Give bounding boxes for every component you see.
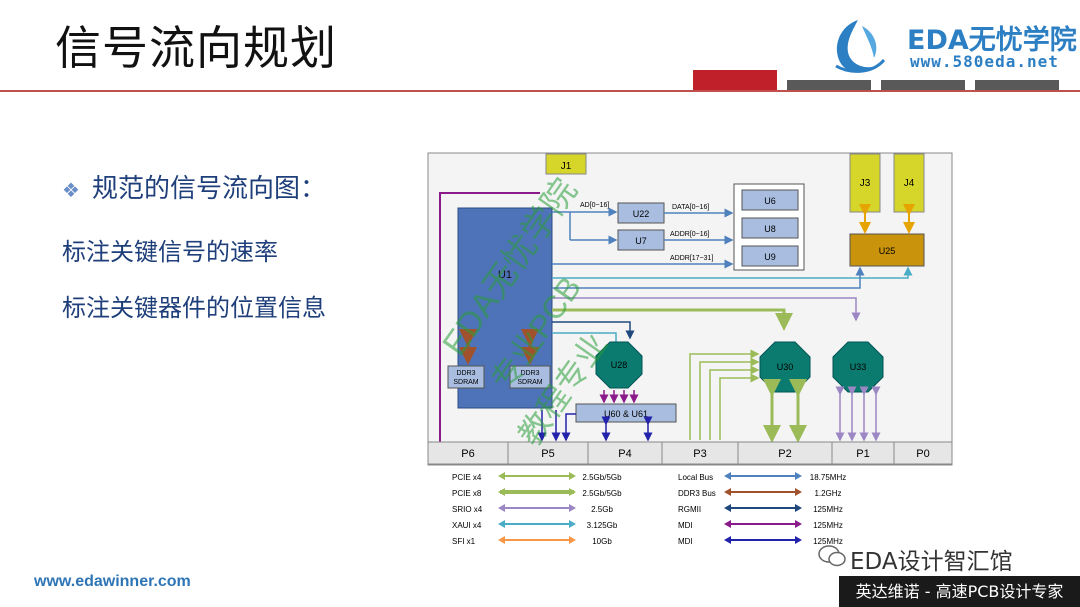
- ddr3-label-2b: SDRAM: [517, 379, 542, 386]
- bus-label-addr: ADDR[0~16]: [670, 231, 710, 238]
- legend-left-name-2: SRIO x4: [452, 505, 483, 514]
- legend-left-rate-1: 2.5Gb/5Gb: [582, 489, 622, 498]
- header-divider: [0, 90, 1080, 92]
- legend-right-name-3: MDI: [678, 521, 693, 530]
- logo-url: www.580eda.net: [910, 52, 1059, 71]
- diamond-bullet-icon: ❖: [62, 178, 80, 202]
- legend-right-name-4: MDI: [678, 537, 693, 546]
- wechat-label: EDA设计智汇馆: [850, 549, 1013, 575]
- legend-right-rate-4: 125MHz: [813, 537, 843, 546]
- logo-icon: [835, 20, 886, 73]
- bus-label-addr-high: ADDR[17~31]: [670, 255, 713, 262]
- legend-left-name-0: PCIE x4: [452, 473, 482, 482]
- legend-right-name-0: Local Bus: [678, 473, 713, 482]
- legend-right-rate-3: 125MHz: [813, 521, 843, 530]
- bullet-heading: ❖ 规范的信号流向图：: [62, 168, 326, 205]
- chip-u25-label: U25: [879, 246, 896, 256]
- wechat-icon: [818, 544, 846, 568]
- port-row: P6 P5 P4 P3 P2 P1 P0: [427, 441, 953, 465]
- connector-j3-label: J3: [860, 178, 871, 189]
- legend-left-rate-3: 3.125Gb: [587, 521, 618, 530]
- chip-u6: [741, 189, 799, 211]
- accent-bar-red: [693, 70, 777, 90]
- legend-left-name-1: PCIE x8: [452, 489, 482, 498]
- legend-left-name-3: XAUI x4: [452, 521, 482, 530]
- body-line-1: 标注关键信号的速率: [62, 238, 278, 266]
- chip-u7-label: U7: [635, 236, 647, 246]
- accent-bar-gray-2: [881, 80, 965, 90]
- page-title: 信号流向规划: [55, 21, 337, 75]
- legend-right-rate-0: 18.75MHz: [810, 473, 846, 482]
- bullet-heading-text: 规范的信号流向图：: [91, 174, 326, 204]
- ddr3-label-1b: SDRAM: [453, 379, 478, 386]
- accent-bar-gray-3: [975, 80, 1059, 90]
- chip-u6-label: U6: [764, 196, 776, 206]
- chip-u9: [741, 245, 799, 267]
- port-p0: P0: [916, 448, 929, 460]
- footer-tag: 英达维诺 - 高速PCB设计专家: [839, 576, 1080, 607]
- bus-label-ad: AD[0~16]: [580, 202, 609, 209]
- ddr3-sdram-1: [447, 365, 485, 389]
- chip-u1-label: U1: [498, 269, 512, 281]
- bus-label-data: DATA[0~16]: [672, 204, 709, 211]
- chip-u22-label: U22: [633, 209, 650, 219]
- chip-u25: [849, 233, 925, 267]
- ddr3-label-2a: DDR3: [520, 370, 539, 377]
- legend-left-rate-0: 2.5Gb/5Gb: [582, 473, 622, 482]
- chip-u30-label: U30: [777, 362, 794, 372]
- legend-left-rate-2: 2.5Gb: [591, 505, 613, 514]
- chip-u28-label: U28: [611, 360, 628, 370]
- legend-left-rate-4: 10Gb: [592, 537, 612, 546]
- connector-j1: [545, 153, 587, 175]
- port-p5: P5: [541, 448, 554, 460]
- footer-url[interactable]: www.edawinner.com: [34, 573, 191, 590]
- chip-u33-label: U33: [850, 362, 867, 372]
- chip-u8-label: U8: [764, 224, 776, 234]
- port-p6: P6: [461, 448, 474, 460]
- connector-j3: [849, 153, 881, 213]
- connector-j1-label: J1: [561, 161, 572, 172]
- legend-right-rate-2: 125MHz: [813, 505, 843, 514]
- signal-flow-diagram: J1 J3 J4 U25 U1 U22 U7 U6 U8 U9 AD[0~16]…: [427, 152, 953, 546]
- chip-u28: [595, 341, 643, 389]
- accent-bar-gray-1: [787, 80, 871, 90]
- ddr3-sdram-2: [509, 365, 551, 389]
- legend-right-name-1: DDR3 Bus: [678, 489, 716, 498]
- legend-left-name-4: SFI x1: [452, 537, 476, 546]
- connector-j4-label: J4: [904, 178, 915, 189]
- chip-u9-label: U9: [764, 252, 776, 262]
- ddr3-label-1a: DDR3: [456, 370, 475, 377]
- legend-right-name-2: RGMII: [678, 505, 701, 514]
- connector-j4: [893, 153, 925, 213]
- chip-u8: [741, 217, 799, 239]
- chip-u60-u61-label: U60 & U61: [604, 409, 648, 419]
- logo-name: EDA无忧学院: [907, 25, 1077, 56]
- port-p4: P4: [618, 448, 631, 460]
- port-p2: P2: [778, 448, 791, 460]
- port-p1: P1: [856, 448, 869, 460]
- body-line-2: 标注关键器件的位置信息: [62, 294, 326, 322]
- legend-right-rate-1: 1.2GHz: [814, 489, 841, 498]
- port-p3: P3: [693, 448, 706, 460]
